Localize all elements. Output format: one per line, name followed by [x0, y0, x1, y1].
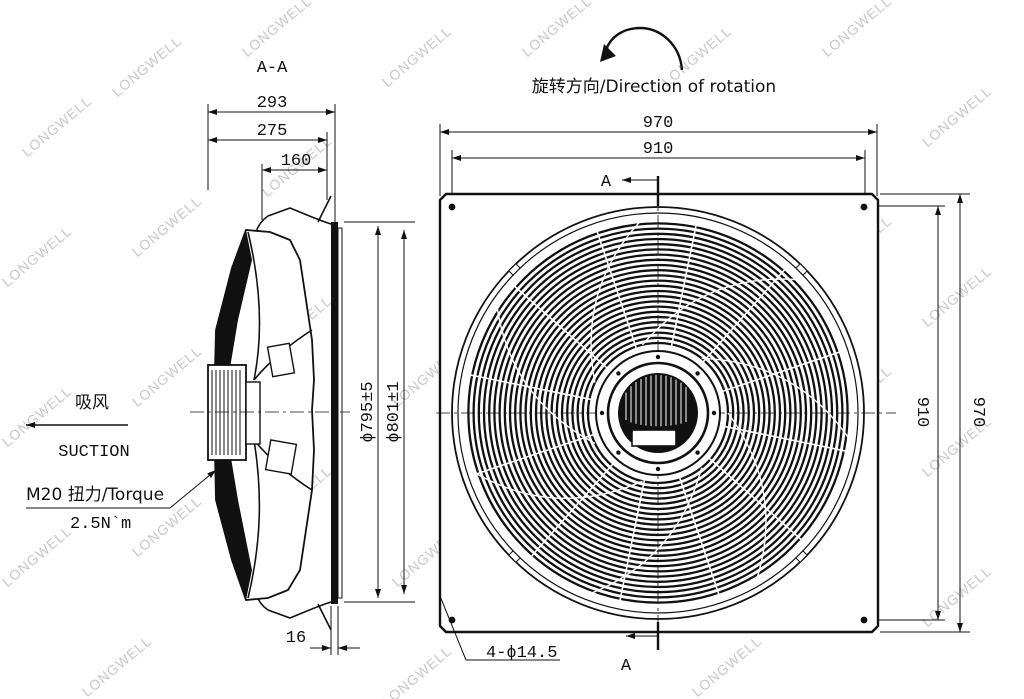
- section-mark-top: A: [601, 173, 612, 192]
- watermark-text: LONGWELL: [79, 632, 155, 699]
- rotation-label: 旋转方向/Direction of rotation: [532, 77, 776, 97]
- dim-16-label: 16: [286, 629, 306, 648]
- dim-970-right-label: 970: [968, 397, 987, 428]
- watermark-text: LONGWELL: [0, 382, 75, 449]
- watermark-text: LONGWELL: [109, 32, 185, 99]
- watermark-text: LONGWELL: [19, 92, 95, 159]
- front-view: 旋转方向/Direction of rotation 970 910 910 9…: [436, 26, 987, 676]
- section-view: A-A 293 275 160: [190, 59, 415, 655]
- dia-795-label: ϕ795±5: [359, 381, 378, 442]
- rotation-arrow: [604, 26, 684, 71]
- watermark-text: LONGWELL: [379, 22, 455, 89]
- holes-label: 4-ϕ14.5: [486, 644, 557, 663]
- suction-label-cn: 吸风: [75, 393, 109, 413]
- suction-label-en: SUCTION: [58, 443, 129, 462]
- watermark-text: LONGWELL: [129, 192, 205, 259]
- mounting-plate: [331, 222, 338, 604]
- terminal-box: [631, 429, 677, 447]
- section-mark-bottom: A: [621, 657, 632, 676]
- section-title: A-A: [257, 59, 288, 78]
- watermark-text: LONGWELL: [379, 642, 455, 699]
- watermark-text: LONGWELL: [519, 0, 595, 60]
- torque-callout: M20 扭力/Torque 2.5N`m: [26, 469, 217, 534]
- dim-910-right-label: 910: [912, 397, 931, 428]
- dim-910-top-label: 910: [643, 140, 674, 159]
- watermark-text: LONGWELL: [919, 262, 995, 329]
- dim-160-label: 160: [281, 152, 312, 171]
- suction-indicator: 吸风 SUCTION: [26, 393, 130, 462]
- watermark-text: LONGWELL: [0, 522, 75, 589]
- mounting-hole: [860, 616, 868, 624]
- dim-293-label: 293: [257, 94, 288, 113]
- watermark-text: LONGWELL: [689, 632, 765, 699]
- watermark-text: LONGWELL: [239, 0, 315, 60]
- watermark-text: LONGWELL: [0, 222, 75, 289]
- torque-line1: M20 扭力/Torque: [26, 485, 164, 505]
- watermark-text: LONGWELL: [819, 0, 895, 60]
- mounting-hole: [448, 203, 456, 211]
- watermark-text: LONGWELL: [129, 342, 205, 409]
- fan-guard: [451, 206, 865, 620]
- dim-275-label: 275: [257, 122, 288, 141]
- mounting-hole: [860, 203, 868, 211]
- torque-line2: 2.5N`m: [70, 515, 131, 534]
- dim-970-top-label: 970: [643, 114, 674, 133]
- watermark-text: LONGWELL: [919, 82, 995, 149]
- dia-801-label: ϕ801±1: [385, 381, 404, 442]
